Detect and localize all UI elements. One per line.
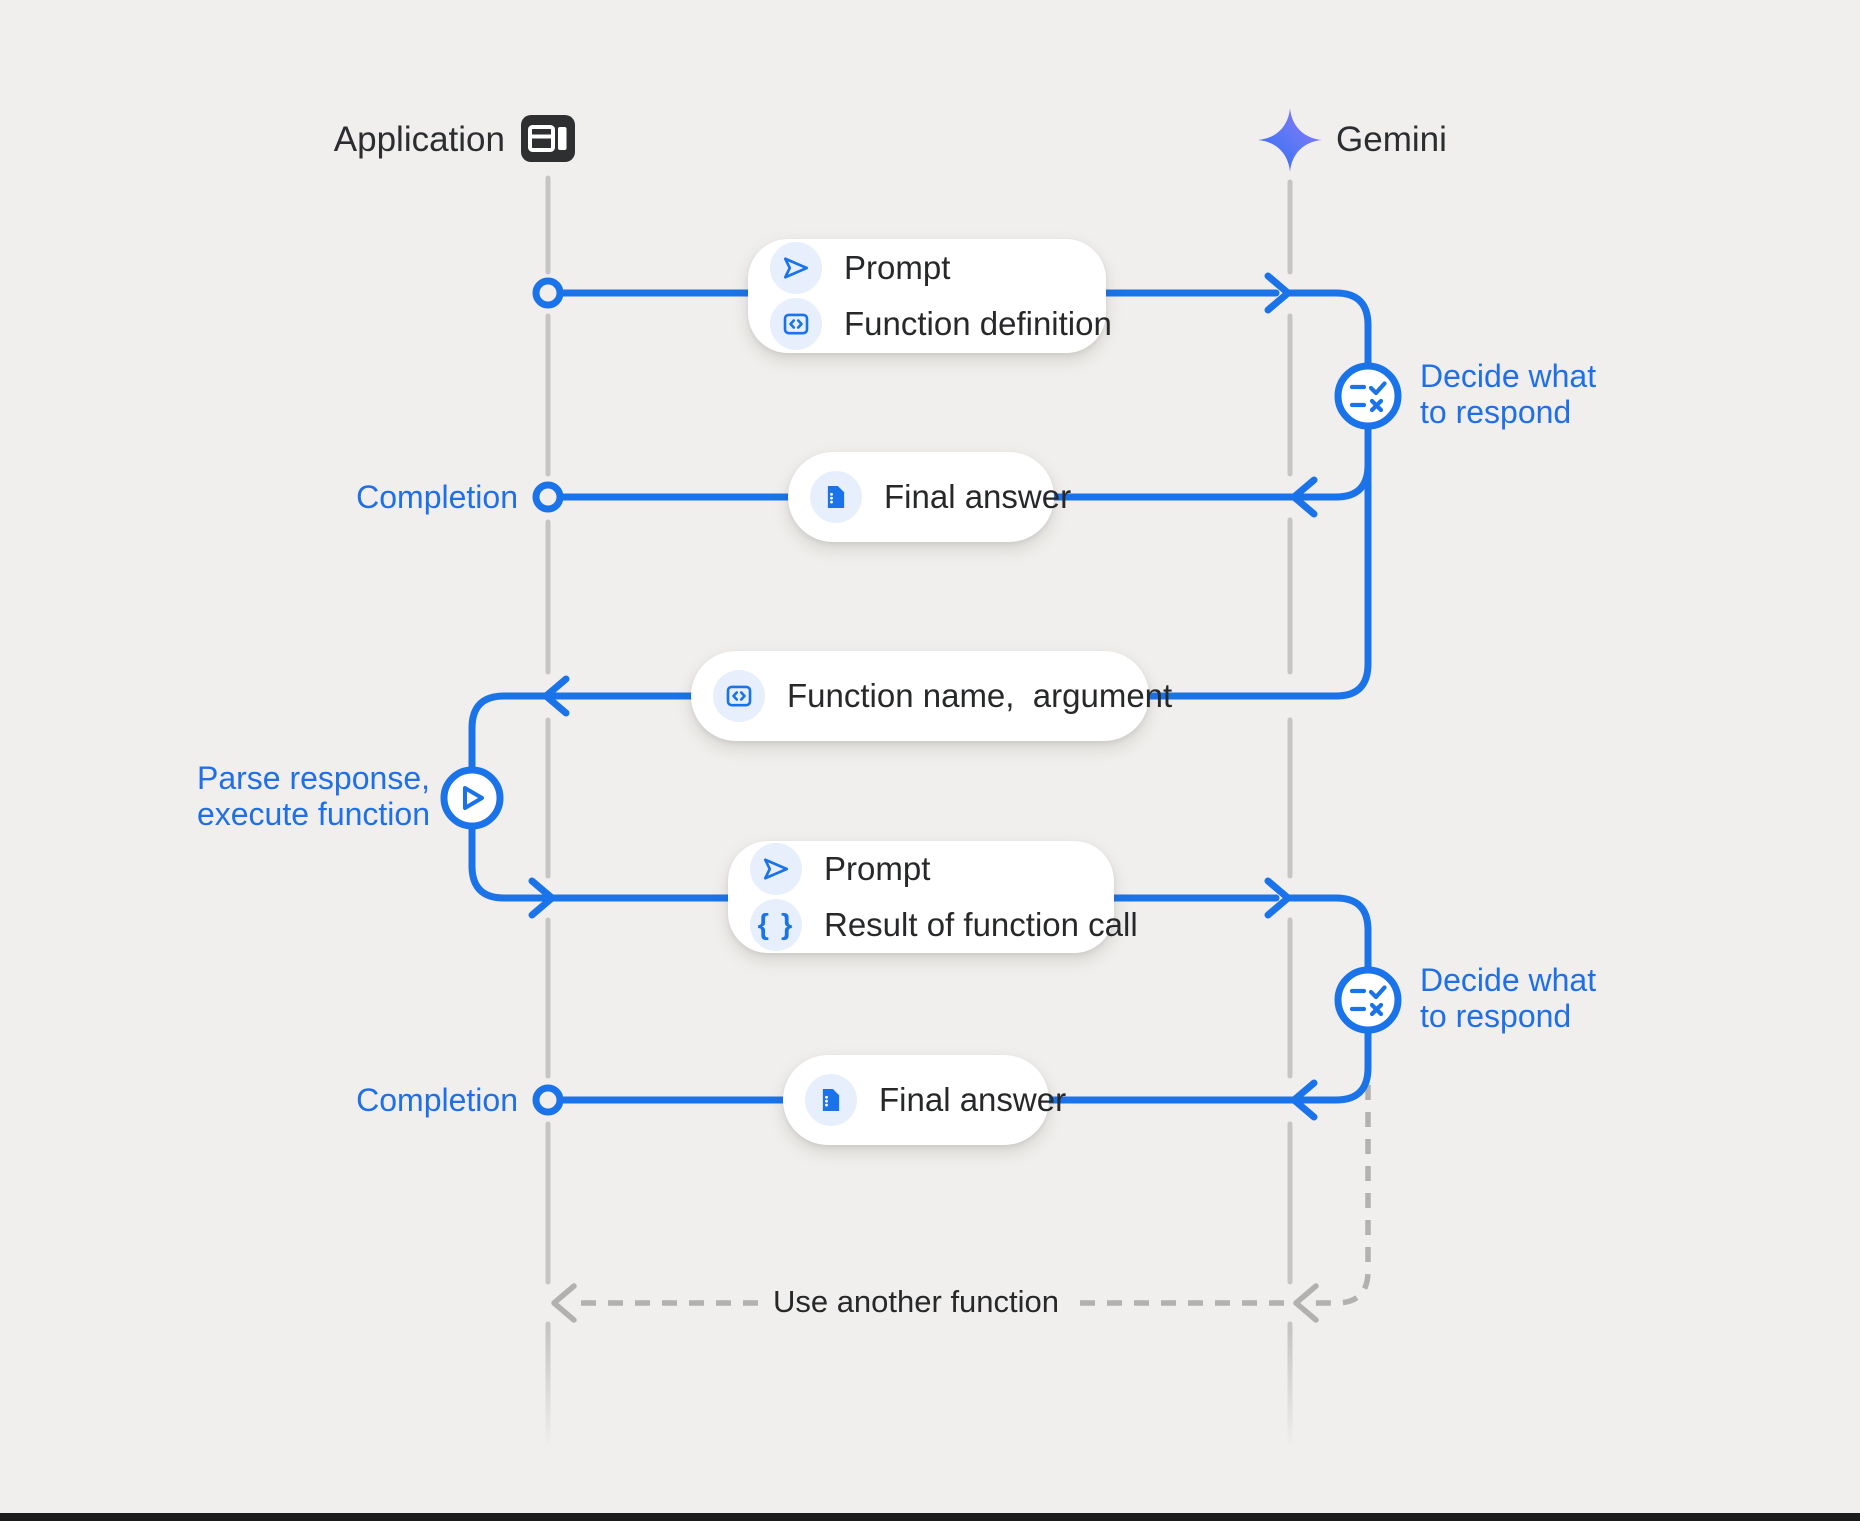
pill-row: Function name, argument bbox=[713, 670, 1172, 722]
bottom-edge-bar bbox=[0, 1513, 1860, 1521]
loop-dashed-connector bbox=[572, 1085, 1371, 1306]
rule-icon bbox=[1349, 381, 1387, 413]
play-icon bbox=[463, 786, 484, 810]
pill-label: Function definition bbox=[844, 305, 1112, 342]
endpoint-donut bbox=[532, 277, 564, 309]
code-icon bbox=[770, 298, 822, 350]
braces-icon: { } bbox=[750, 899, 802, 951]
pill-row: Prompt bbox=[750, 843, 1084, 895]
completion-label-1: Completion bbox=[356, 479, 518, 515]
application-lane-label: Application bbox=[333, 120, 505, 159]
node-parse-execute bbox=[440, 766, 504, 830]
document-icon bbox=[805, 1074, 857, 1126]
pill-label: Prompt bbox=[824, 850, 931, 887]
node-decide-1 bbox=[1334, 362, 1402, 430]
pill-row: { } Result of function call bbox=[750, 899, 1138, 951]
pill-label: Prompt bbox=[844, 249, 951, 286]
message-pill-function-name-argument: Function name, argument bbox=[691, 651, 1172, 741]
lifeline-fade bbox=[0, 1330, 1860, 1470]
node-decide-2 bbox=[1334, 966, 1402, 1034]
decide-label-2: Decide what to respond bbox=[1420, 962, 1597, 1034]
document-icon bbox=[810, 471, 862, 523]
completion-label-2: Completion bbox=[356, 1082, 518, 1118]
gemini-sparkle-icon bbox=[1258, 108, 1322, 172]
endpoint-donut bbox=[532, 1084, 564, 1116]
pill-row: Final answer bbox=[805, 1074, 1066, 1126]
rule-icon bbox=[1349, 985, 1387, 1017]
flow-connectors bbox=[468, 289, 1372, 1104]
parse-response-label: Parse response, execute function bbox=[196, 760, 430, 832]
message-pill-prompt-function-result: Prompt { } Result of function call bbox=[728, 841, 1138, 953]
endpoint-donuts bbox=[532, 277, 564, 1116]
pill-label: Result of function call bbox=[824, 906, 1138, 943]
gemini-lane-label: Gemini bbox=[1336, 120, 1447, 159]
decide-label-1: Decide what to respond bbox=[1420, 358, 1597, 430]
pill-row: Final answer bbox=[810, 471, 1071, 523]
message-pill-prompt-function-definition: Prompt Function definition bbox=[748, 239, 1112, 353]
message-pill-final-answer-2: Final answer bbox=[783, 1055, 1066, 1145]
pill-row: Function definition bbox=[770, 298, 1112, 350]
pill-label: Final answer bbox=[884, 478, 1072, 515]
pill-row: Prompt bbox=[770, 242, 1076, 294]
use-another-function-label: Use another function bbox=[772, 1284, 1060, 1319]
code-icon bbox=[713, 670, 765, 722]
loop-arrowheads bbox=[551, 1283, 1319, 1323]
send-icon bbox=[770, 242, 822, 294]
send-icon bbox=[750, 843, 802, 895]
flow-arrowheads bbox=[528, 272, 1318, 1121]
endpoint-donut bbox=[532, 481, 564, 513]
pill-label: Function name, argument bbox=[787, 677, 1173, 714]
message-pill-final-answer-1: Final answer bbox=[788, 452, 1071, 542]
app-window-icon bbox=[521, 115, 575, 162]
pill-label: Final answer bbox=[879, 1081, 1067, 1118]
